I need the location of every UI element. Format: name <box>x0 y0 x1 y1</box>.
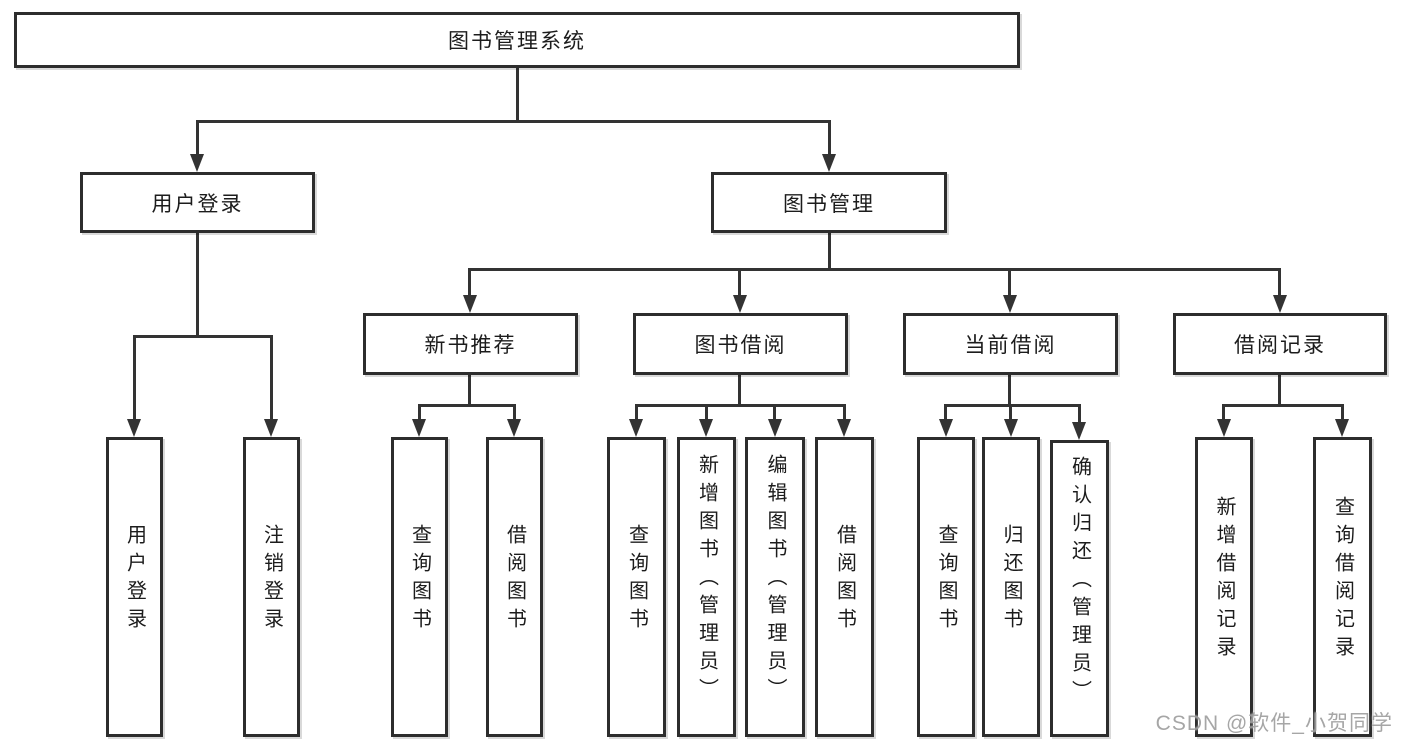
connector-drop-leaf <box>418 404 421 422</box>
arrow-down-icon <box>507 419 521 437</box>
node-new-book-recommend: 新书推荐 <box>363 313 578 375</box>
leaf-borrowing-query-books: 查询图书 <box>607 437 666 737</box>
node-borrowing-records: 借阅记录 <box>1173 313 1387 375</box>
leaf-current-confirm-return-label: 确认归还（管理员） <box>1068 455 1091 708</box>
leaf-borrowing-borrow-books: 借阅图书 <box>815 437 874 737</box>
node-book-borrowing: 图书借阅 <box>633 313 848 375</box>
connector-drop-leaf <box>1078 404 1081 422</box>
leaf-borrowing-borrow-books-label: 借阅图书 <box>833 524 856 636</box>
arrow-down-icon <box>733 295 747 313</box>
connector-current-horizontal <box>944 404 1081 407</box>
arrow-down-icon <box>768 419 782 437</box>
arrow-down-icon <box>127 419 141 437</box>
leaf-borrowing-edit-books-label: 编辑图书（管理员） <box>764 454 786 706</box>
connector-drop-leaf <box>635 404 638 422</box>
arrow-down-icon <box>837 419 851 437</box>
node-root-system: 图书管理系统 <box>14 12 1020 68</box>
node-user-login-label: 用户登录 <box>151 192 244 216</box>
node-root-system-label: 图书管理系统 <box>448 30 586 53</box>
connector-level1-horizontal <box>196 120 831 123</box>
leaf-user-login-label: 用户登录 <box>123 524 146 636</box>
leaf-logout: 注销登录 <box>243 437 300 737</box>
connector-drop-leaf <box>1222 404 1225 422</box>
connector-drop-leaf <box>773 404 776 422</box>
leaf-records-add-record-label: 新增借阅记录 <box>1213 496 1235 664</box>
leaf-current-query-books-label: 查询图书 <box>935 524 957 636</box>
leaf-current-query-books: 查询图书 <box>917 437 975 737</box>
connector-drop-user-login <box>196 120 199 156</box>
connector-drop-new-book <box>468 268 471 297</box>
arrow-down-icon <box>699 419 713 437</box>
arrow-down-icon <box>190 154 204 172</box>
connector-drop-login <box>133 335 136 421</box>
connector-records-stem <box>1278 375 1281 406</box>
leaf-records-query-record-label: 查询借阅记录 <box>1331 496 1354 664</box>
arrow-down-icon <box>1335 419 1349 437</box>
connector-drop-borrowing <box>738 268 741 297</box>
arrow-down-icon <box>822 154 836 172</box>
connector-drop-book-mgmt <box>828 120 831 156</box>
arrow-down-icon <box>1217 419 1231 437</box>
connector-new-book-stem <box>468 375 471 406</box>
connector-user-login-horizontal <box>133 335 273 338</box>
node-new-book-recommend-label: 新书推荐 <box>424 334 517 357</box>
leaf-current-return-books-label: 归还图书 <box>1000 524 1022 636</box>
connector-drop-leaf <box>513 404 516 422</box>
arrow-down-icon <box>1003 295 1017 313</box>
leaf-borrowing-edit-books: 编辑图书（管理员） <box>745 437 805 737</box>
connector-drop-leaf <box>1341 404 1344 422</box>
connector-drop-leaf <box>1009 404 1012 422</box>
connector-drop-leaf <box>843 404 846 422</box>
arrow-down-icon <box>1072 422 1086 440</box>
node-current-borrowing: 当前借阅 <box>903 313 1118 375</box>
leaf-borrowing-query-books-label: 查询图书 <box>625 524 648 636</box>
leaf-recommend-query-books: 查询图书 <box>391 437 448 737</box>
connector-new-book-horizontal <box>418 404 516 407</box>
connector-drop-current <box>1008 268 1011 297</box>
leaf-recommend-borrow-books-label: 借阅图书 <box>503 524 526 636</box>
leaf-borrowing-add-books: 新增图书（管理员） <box>677 437 736 737</box>
node-book-management: 图书管理 <box>711 172 947 233</box>
arrow-down-icon <box>463 295 477 313</box>
arrow-down-icon <box>939 419 953 437</box>
node-book-management-label: 图书管理 <box>783 192 875 216</box>
connector-root-stem <box>516 68 519 122</box>
connector-drop-records <box>1278 268 1281 297</box>
connector-level3-horizontal <box>468 268 1281 271</box>
arrow-down-icon <box>412 419 426 437</box>
leaf-borrowing-add-books-label: 新增图书（管理员） <box>695 454 718 706</box>
leaf-logout-label: 注销登录 <box>260 524 283 636</box>
csdn-watermark: CSDN @软件_小贺同学 <box>1155 712 1393 735</box>
node-borrowing-records-label: 借阅记录 <box>1234 334 1326 357</box>
arrow-down-icon <box>1004 419 1018 437</box>
connector-current-stem <box>1008 375 1011 406</box>
leaf-current-confirm-return: 确认归还（管理员） <box>1050 440 1109 737</box>
leaf-records-query-record: 查询借阅记录 <box>1313 437 1372 737</box>
leaf-records-add-record: 新增借阅记录 <box>1195 437 1253 737</box>
leaf-current-return-books: 归还图书 <box>982 437 1040 737</box>
node-user-login: 用户登录 <box>80 172 315 233</box>
arrow-down-icon <box>1273 295 1287 313</box>
connector-book-mgmt-stem <box>828 233 831 270</box>
connector-borrowing-horizontal <box>635 404 846 407</box>
leaf-recommend-query-books-label: 查询图书 <box>408 524 431 636</box>
leaf-user-login: 用户登录 <box>106 437 163 737</box>
connector-drop-logout <box>270 335 273 421</box>
arrow-down-icon <box>629 419 643 437</box>
connector-drop-leaf <box>705 404 708 422</box>
leaf-recommend-borrow-books: 借阅图书 <box>486 437 543 737</box>
connector-records-horizontal <box>1222 404 1344 407</box>
node-current-borrowing-label: 当前借阅 <box>964 334 1057 357</box>
node-book-borrowing-label: 图书借阅 <box>694 334 787 357</box>
connector-borrowing-stem <box>738 375 741 406</box>
connector-user-login-stem <box>196 233 199 337</box>
connector-drop-leaf <box>944 404 947 422</box>
arrow-down-icon <box>264 419 278 437</box>
